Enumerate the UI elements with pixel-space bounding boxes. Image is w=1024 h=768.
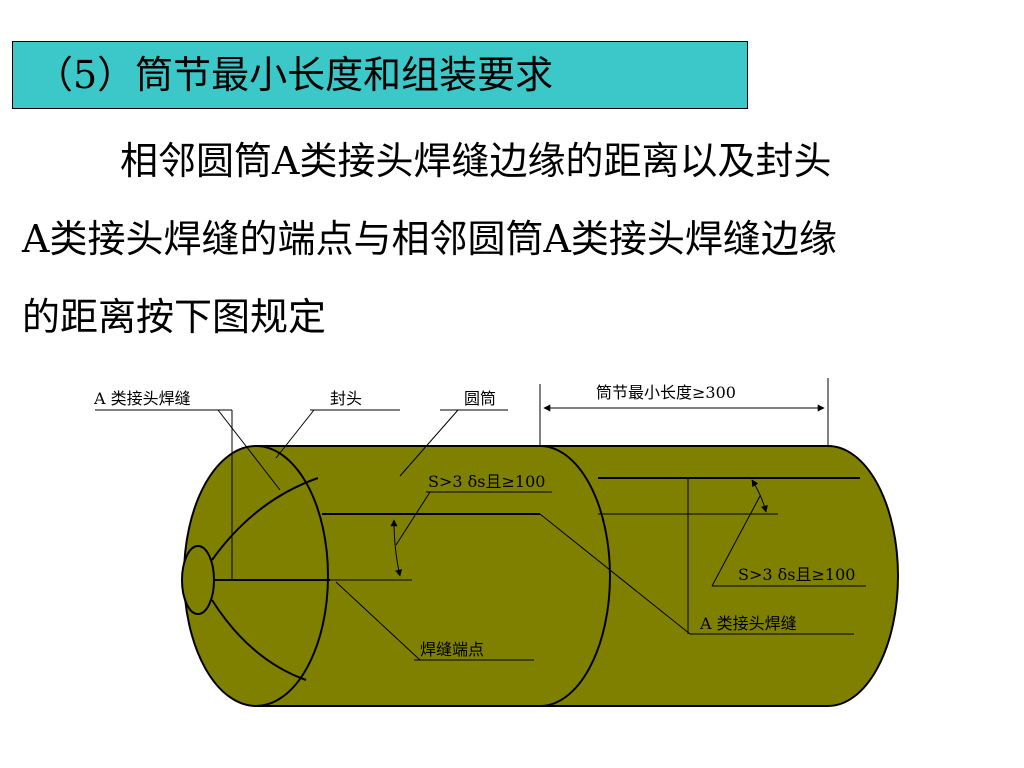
paragraph-line-1: 相邻圆筒A类接头焊缝边缘的距离以及封头	[120, 139, 832, 183]
label-spacing-1: S>3 δs且≥100	[428, 472, 545, 491]
leader-line	[399, 409, 459, 477]
head-seam	[211, 599, 307, 681]
slide-title: （5）筒节最小长度和组装要求	[12, 41, 748, 109]
label-weld-end: 焊缝端点	[420, 640, 484, 659]
leader-line	[395, 491, 431, 546]
label-min-length: 筒节最小长度≥300	[596, 383, 736, 402]
leader-line	[275, 409, 315, 459]
head-center-circle	[181, 545, 215, 615]
leader-line	[711, 495, 761, 587]
label-head: 封头	[330, 389, 362, 408]
label-head-weld: A 类接头焊缝	[93, 389, 191, 408]
label-cylinder: 圆筒	[464, 389, 496, 408]
paragraph-line-3: 的距离按下图规定	[22, 295, 327, 339]
cylinder-right	[539, 445, 899, 707]
spacing-arrow-right	[751, 479, 768, 513]
paragraph-line-2: A类接头焊缝的端点与相邻圆筒A类接头焊缝边缘	[22, 217, 837, 261]
leader-line	[335, 581, 421, 661]
body-paragraph: 相邻圆筒A类接头焊缝边缘的距离以及封头 A类接头焊缝的端点与相邻圆筒A类接头焊缝…	[22, 122, 1012, 356]
leader-line	[539, 513, 691, 635]
head-seam	[211, 477, 319, 561]
cylinder-left	[255, 445, 611, 707]
label-spacing-2: S>3 δs且≥100	[738, 565, 855, 584]
leader-line	[217, 409, 281, 491]
spacing-arrow-left	[390, 519, 402, 577]
label-cylinder-weld: A 类接头焊缝	[699, 614, 797, 633]
